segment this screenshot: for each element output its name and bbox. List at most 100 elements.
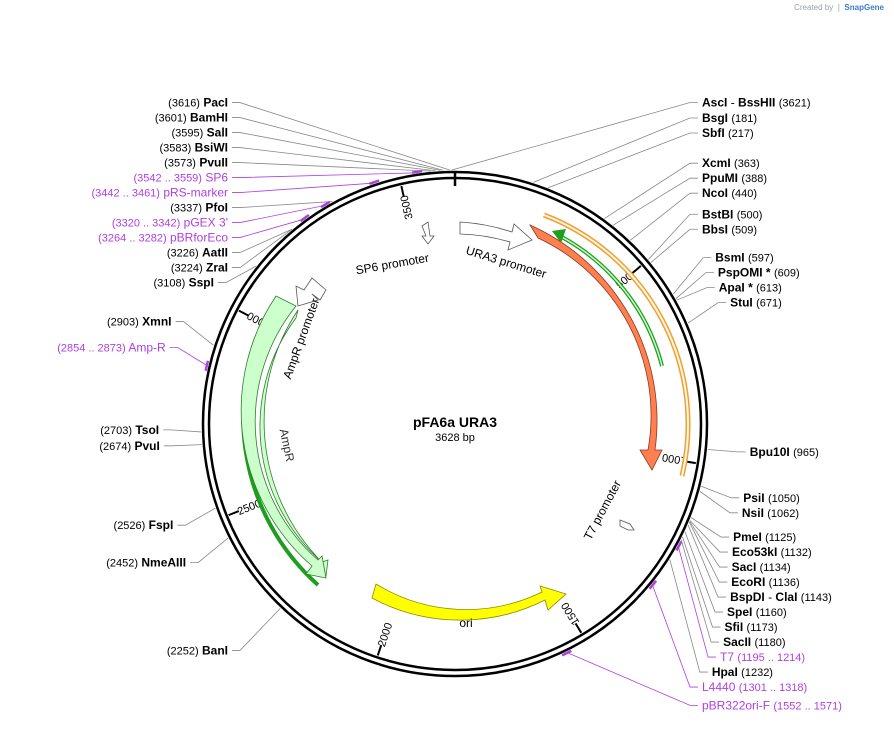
- primer-label[interactable]: T7 (1195 .. 1214): [720, 650, 805, 664]
- primer-name: pBRforEco: [170, 231, 228, 245]
- snapgene-credit: Created by ❘ SnapGene: [794, 3, 884, 12]
- leader-line: [677, 545, 717, 658]
- tick-mark: [574, 622, 583, 634]
- enzyme-site-label[interactable]: (3583) BsiWI: [160, 141, 228, 155]
- primer-label[interactable]: L4440 (1301 .. 1318): [702, 680, 807, 694]
- site-name: NcoI: [702, 186, 728, 200]
- primer-site-mark: [411, 169, 423, 174]
- enzyme-site-label[interactable]: (2252) BanI: [167, 643, 228, 657]
- enzyme-site-label[interactable]: StuI (671): [730, 296, 782, 310]
- primer-label[interactable]: (3542 .. 3559) SP6: [133, 171, 228, 185]
- enzyme-site-label[interactable]: PsiI (1050): [743, 491, 800, 505]
- enzyme-site-label[interactable]: (3573) PvuII: [164, 156, 228, 170]
- ampr-body: [240, 295, 327, 579]
- site-name: HpaI: [712, 665, 738, 679]
- enzyme-site-label[interactable]: PmeI (1125): [733, 530, 796, 544]
- leader-line: [648, 213, 698, 260]
- site-pos: (1173): [747, 622, 778, 634]
- leader-line: [451, 102, 698, 171]
- enzyme-site-label[interactable]: (3595) SalI: [172, 126, 229, 140]
- site-pos: (1062): [767, 508, 799, 520]
- enzyme-site-label[interactable]: (2703) TsoI: [100, 423, 159, 437]
- site-pos: (3108): [153, 278, 185, 290]
- enzyme-site-label[interactable]: BspDI - ClaI (1143): [730, 590, 832, 604]
- enzyme-site-label[interactable]: (3226) AatII: [167, 246, 228, 260]
- enzyme-site-label[interactable]: HpaI (1232): [712, 665, 773, 679]
- ampr-arrow: [259, 309, 329, 577]
- enzyme-site-label[interactable]: SacII (1180): [723, 635, 785, 649]
- enzyme-site-label[interactable]: Eco53kI (1132): [732, 545, 812, 559]
- site-pos: (1232): [741, 667, 773, 679]
- enzyme-site-label[interactable]: (3616) PacI: [168, 96, 228, 110]
- primer-range: (3442 .. 3461): [91, 188, 160, 200]
- leader-line: [687, 524, 727, 598]
- site-pos: (440): [731, 188, 757, 200]
- primer-label[interactable]: (3442 .. 3461) pRS-marker: [91, 186, 228, 200]
- enzyme-site-label[interactable]: SfiI (1173): [725, 620, 778, 634]
- enzyme-site-label[interactable]: (3601) BamHI: [155, 111, 228, 125]
- site-pos: (1125): [765, 532, 796, 544]
- leader-line: [232, 162, 431, 172]
- primer-label[interactable]: (2854 .. 2873) Amp-R: [57, 341, 166, 355]
- primer-range: (3264 .. 3282): [98, 233, 167, 245]
- site-pos: (3583): [160, 143, 192, 155]
- primer-label[interactable]: (3320 .. 3342) pGEX 3': [112, 216, 228, 230]
- site-name: BbsI: [702, 222, 728, 236]
- site-pos: (2252): [167, 645, 199, 657]
- enzyme-site-label[interactable]: BsgI (181): [702, 111, 757, 125]
- enzyme-site-label[interactable]: (3108) SspI: [153, 276, 213, 290]
- enzyme-site-label[interactable]: BstBI (500): [702, 207, 762, 221]
- leader-line: [701, 485, 740, 499]
- primer-site-mark: [204, 360, 210, 372]
- enzyme-site-label[interactable]: (3224) ZraI: [171, 261, 228, 275]
- enzyme-site-label[interactable]: PpuMI (388): [702, 171, 767, 185]
- enzyme-site-label[interactable]: NcoI (440): [702, 186, 757, 200]
- enzyme-site-label[interactable]: (2674) PvuI: [99, 439, 159, 453]
- enzyme-site-label[interactable]: (2526) FspI: [114, 518, 174, 532]
- enzyme-site-label[interactable]: (2903) XmnI: [107, 315, 171, 329]
- site-pos: (509): [731, 224, 757, 236]
- enzyme-site-label[interactable]: SacI (1134): [732, 560, 791, 574]
- site-name: NmeAIII: [141, 556, 186, 570]
- t7-promoter-label: T7 promoter: [581, 478, 624, 542]
- primer-name: pBR322ori-F: [702, 698, 770, 712]
- leader-line: [163, 444, 202, 447]
- enzyme-site-label[interactable]: (3337) PfoI: [170, 201, 228, 215]
- site-name: BsmI: [715, 251, 744, 265]
- enzyme-site-label[interactable]: BsmI (597): [715, 251, 773, 265]
- site-name: SbfI: [702, 126, 725, 140]
- enzyme-site-label[interactable]: PspOMI * (609): [718, 266, 800, 280]
- primer-label[interactable]: pBR322ori-F (1552 .. 1571): [702, 698, 842, 712]
- site-pos: (1160): [756, 607, 787, 619]
- enzyme-site-label[interactable]: SbfI (217): [702, 126, 754, 140]
- leader-line: [232, 132, 441, 171]
- enzyme-site-label[interactable]: (2452) NmeAIII: [106, 556, 186, 570]
- leader-line: [175, 321, 214, 346]
- leader-line: [699, 491, 738, 514]
- site-pos: (3601): [155, 113, 187, 125]
- primer-label[interactable]: (3264 .. 3282) pBRforEco: [98, 231, 228, 245]
- tick-mark: [228, 510, 240, 517]
- enzyme-site-label[interactable]: Bpu10I (965): [750, 445, 819, 459]
- tick-label: 1000: [661, 451, 687, 467]
- site-name: BstBI: [702, 207, 733, 221]
- enzyme-site-label[interactable]: AscI - BssHII (3621): [702, 96, 811, 110]
- site-name: SacI: [732, 560, 757, 574]
- enzyme-site-label[interactable]: EcoRI (1136): [731, 575, 799, 589]
- site-name: PmeI: [733, 530, 762, 544]
- leader-line: [566, 651, 698, 706]
- site-pos: (3621): [779, 98, 811, 110]
- enzyme-site-label[interactable]: NsiI (1062): [742, 506, 799, 520]
- site-name: StuI: [730, 296, 753, 310]
- site-name: SalI: [207, 126, 228, 140]
- tick-mark: [400, 185, 405, 197]
- primer-name: T7: [720, 650, 734, 664]
- enzyme-site-label[interactable]: XcmI (363): [702, 156, 760, 170]
- enzyme-site-label[interactable]: SpeI (1160): [727, 605, 787, 619]
- enzyme-site-label[interactable]: ApaI * (613): [719, 281, 782, 295]
- leader-line: [707, 449, 746, 453]
- enzyme-site-label[interactable]: BbsI (509): [702, 222, 757, 236]
- site-pos: (2674): [99, 441, 131, 453]
- leader-line: [689, 520, 728, 553]
